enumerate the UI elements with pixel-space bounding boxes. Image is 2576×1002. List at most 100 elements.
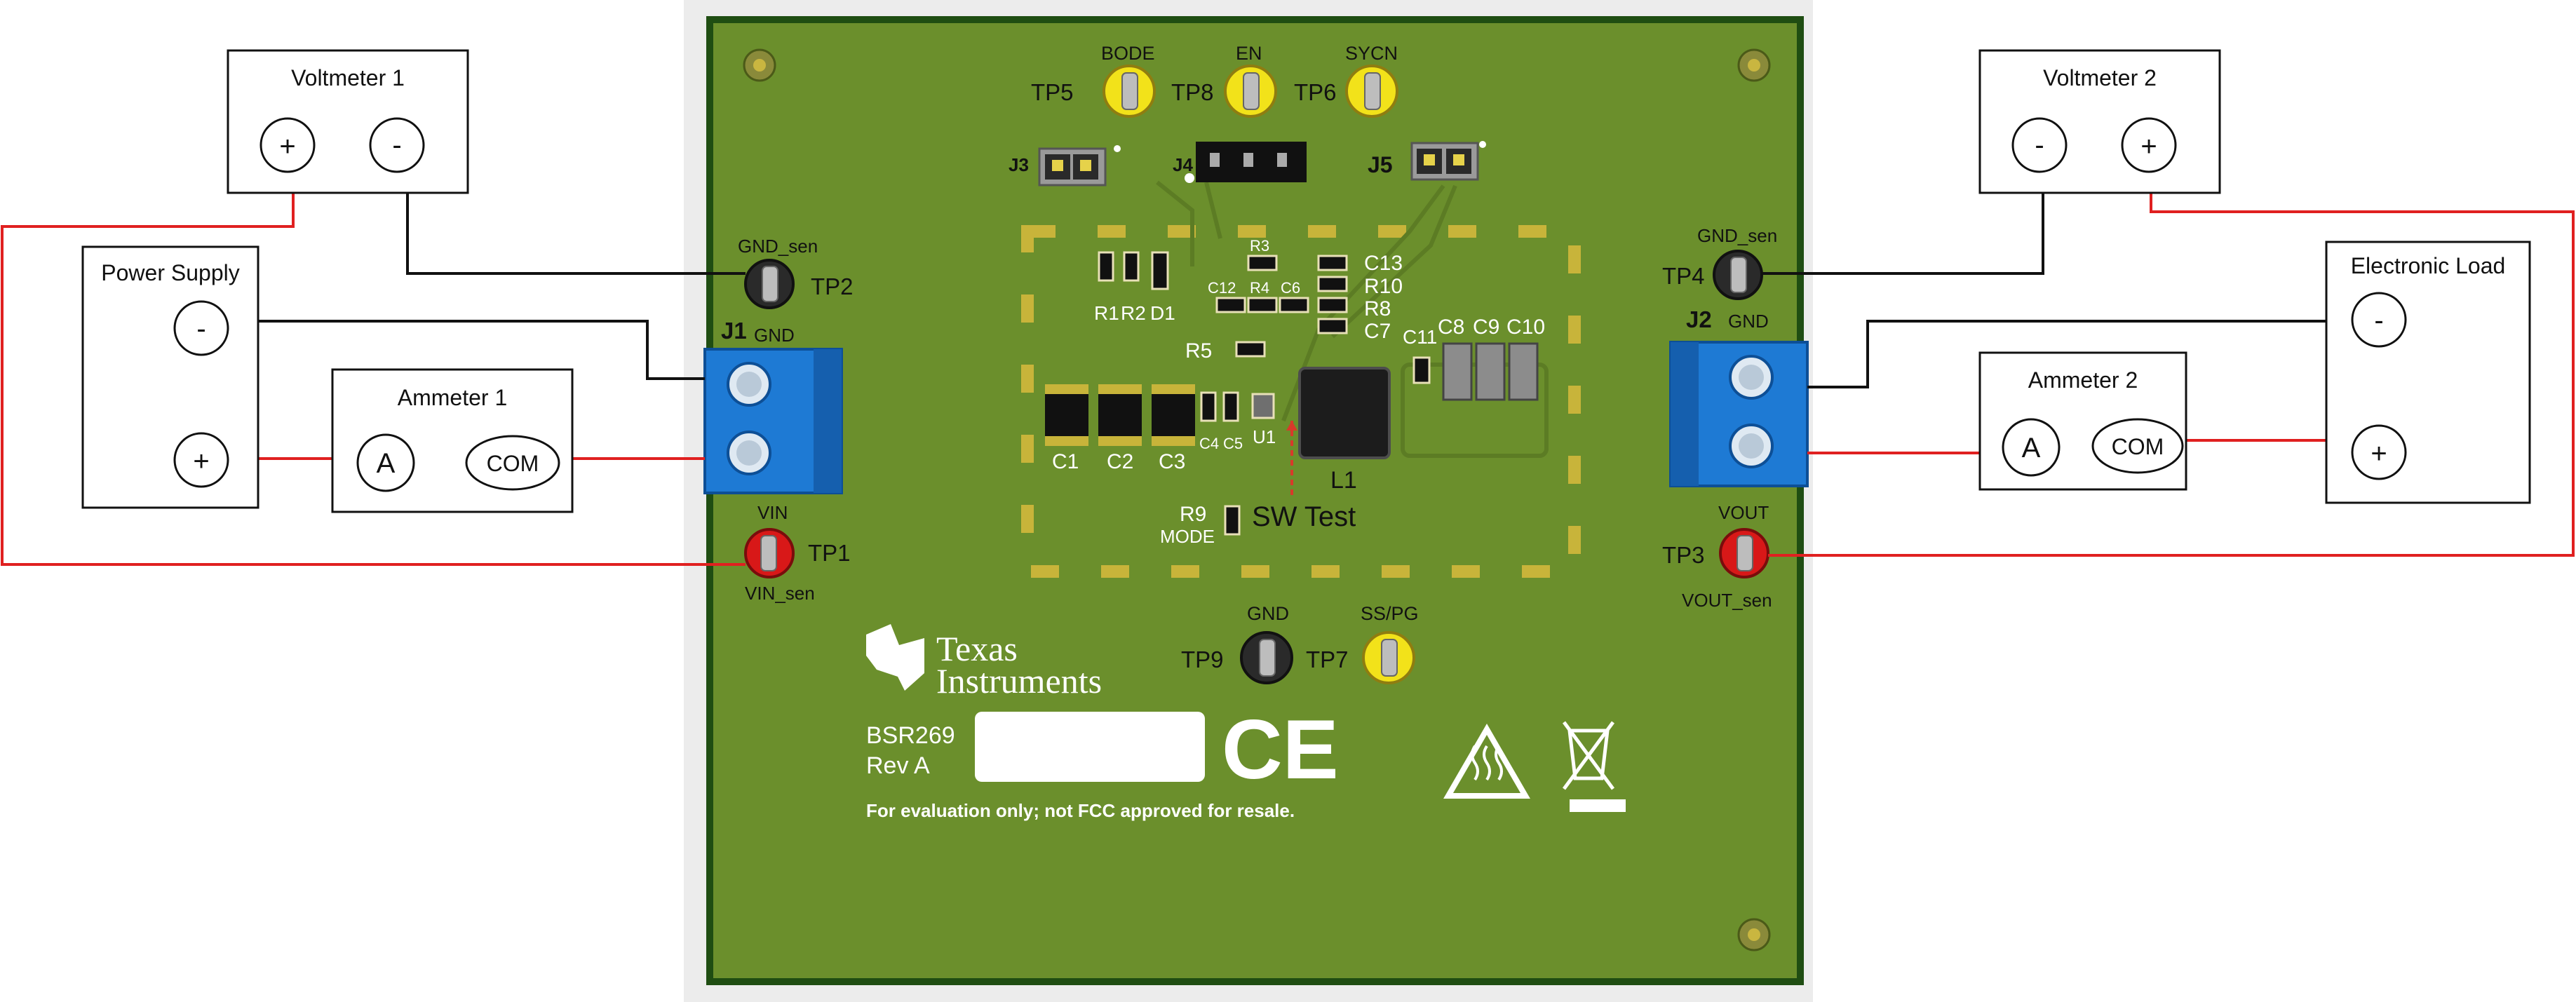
disclaimer: For evaluation only; not FCC approved fo…	[866, 800, 1295, 821]
capacitor-c7	[1317, 318, 1348, 334]
wire-vm2-minus-to-tp4	[1762, 193, 2044, 275]
r1-label: R1	[1094, 302, 1119, 324]
voltmeter-1: Voltmeter 1 + -	[227, 49, 469, 194]
c13-label: C13	[1364, 252, 1403, 275]
capacitor-c10	[1508, 342, 1539, 401]
tp4-net-label: GND_sen	[1697, 225, 1777, 246]
sw-test-label: SW Test	[1252, 501, 1356, 532]
c8-label: C8	[1438, 316, 1464, 339]
r5-label: R5	[1185, 339, 1212, 363]
test-point-tp4[interactable]	[1713, 250, 1763, 300]
electronic-load-plus-terminal[interactable]: +	[2351, 424, 2407, 480]
ammeter-1: Ammeter 1 A COM	[331, 368, 574, 513]
power-supply-title: Power Supply	[101, 260, 239, 285]
capacitor-c9	[1475, 342, 1506, 401]
tp3-label: TP3	[1662, 542, 1705, 568]
mounting-hole	[1737, 918, 1771, 952]
tp2-label: TP2	[811, 273, 854, 299]
test-point-tp2[interactable]	[744, 259, 795, 309]
tp1-net-label: VIN	[757, 502, 788, 523]
voltmeter-1-plus-terminal[interactable]: +	[259, 117, 316, 173]
power-supply-minus-terminal[interactable]: -	[173, 300, 229, 356]
ammeter-2-com-terminal[interactable]: COM	[2091, 418, 2184, 474]
j2-gnd-label: GND	[1728, 311, 1769, 332]
svg-text:+: +	[2140, 131, 2157, 162]
test-point-tp6[interactable]	[1345, 65, 1398, 118]
l1-label: L1	[1330, 467, 1357, 494]
ammeter-1-title: Ammeter 1	[398, 385, 507, 410]
svg-text:-: -	[196, 313, 205, 344]
voltmeter-1-minus-terminal[interactable]: -	[369, 117, 425, 173]
tp4-label: TP4	[1662, 263, 1705, 289]
voltmeter-2-minus-terminal[interactable]: -	[2011, 117, 2068, 173]
tp8-net-label: EN	[1236, 43, 1262, 64]
jumper-j3[interactable]	[1038, 145, 1121, 187]
jumper-j4[interactable]	[1185, 142, 1307, 183]
electronic-load-minus-terminal[interactable]: -	[2351, 292, 2407, 348]
u1-label: U1	[1253, 426, 1276, 447]
capacitor-c4	[1200, 391, 1217, 422]
r8-label: R8	[1364, 297, 1391, 320]
voltmeter-2: Voltmeter 2 - +	[1978, 49, 2221, 194]
test-point-tp5[interactable]	[1102, 65, 1156, 118]
c6-label: C6	[1281, 279, 1300, 297]
svg-text:COM: COM	[487, 451, 539, 476]
test-point-tp1[interactable]	[744, 528, 795, 578]
ammeter-1-com-terminal[interactable]: COM	[465, 435, 560, 491]
resistor-r9	[1224, 505, 1241, 536]
svg-text:-: -	[2374, 305, 2383, 336]
tp6-label: TP6	[1294, 79, 1337, 105]
tp5-net-label: BODE	[1101, 43, 1155, 64]
inductor-l1	[1298, 367, 1391, 459]
test-point-tp9[interactable]	[1240, 631, 1293, 684]
ammeter-2-a-terminal[interactable]: A	[2002, 418, 2061, 477]
component-area-outline	[1021, 225, 1581, 578]
electronic-load-title: Electronic Load	[2351, 253, 2506, 278]
jumper-j5[interactable]	[1410, 141, 1486, 181]
mode-label: MODE	[1160, 526, 1215, 547]
tp8-label: TP8	[1171, 79, 1214, 105]
terminal-block-j1[interactable]	[703, 348, 843, 494]
power-supply-plus-terminal[interactable]: +	[173, 432, 229, 488]
hot-surface-warning-icon	[1443, 724, 1530, 799]
c3-label: C3	[1159, 450, 1185, 473]
capacitor-c2	[1098, 384, 1142, 446]
wire-vm1-plus-to-tp1	[1, 193, 746, 566]
capacitor-c1	[1045, 384, 1088, 446]
svg-text:+: +	[2371, 438, 2387, 469]
tp3-sense-label: VOUT_sen	[1682, 590, 1772, 611]
voltmeter-2-plus-terminal[interactable]: +	[2121, 117, 2177, 173]
tp1-label: TP1	[808, 540, 851, 566]
c12-label: C12	[1208, 279, 1236, 297]
mounting-hole	[1737, 48, 1771, 82]
wire-vm1-minus-to-tp2	[406, 193, 746, 275]
tp9-net-label: GND	[1247, 603, 1289, 624]
test-point-tp8[interactable]	[1224, 65, 1277, 118]
logo-text-line1: Texas	[936, 629, 1018, 668]
c5-label: C5	[1223, 435, 1243, 452]
c1-label: C1	[1052, 450, 1079, 473]
c10-label: C10	[1506, 316, 1545, 339]
ammeter-2: Ammeter 2 A COM	[1978, 351, 2187, 491]
resistor-r8	[1317, 297, 1348, 313]
capacitor-c12	[1215, 297, 1246, 313]
wire-vm2-plus-to-tp3	[1768, 193, 2575, 557]
r3-label: R3	[1250, 237, 1269, 255]
diode-d1	[1151, 251, 1169, 290]
c9-label: C9	[1473, 316, 1499, 339]
tp5-label: TP5	[1031, 79, 1074, 105]
svg-text:A: A	[2022, 433, 2041, 463]
test-point-tp3[interactable]	[1719, 528, 1769, 578]
j2-label: J2	[1686, 306, 1712, 332]
r4-label: R4	[1250, 279, 1269, 297]
j4-label: J4	[1173, 154, 1193, 175]
svg-text:-: -	[392, 130, 401, 161]
test-point-tp7[interactable]	[1362, 631, 1415, 684]
terminal-block-j2[interactable]	[1669, 341, 1809, 487]
svg-text:COM: COM	[2112, 434, 2164, 459]
r2-label: R2	[1121, 302, 1146, 324]
tp2-net-label: GND_sen	[738, 236, 818, 257]
ammeter-1-a-terminal[interactable]: A	[356, 433, 415, 492]
tp6-net-label: SYCN	[1345, 43, 1398, 64]
capacitor-c5	[1222, 391, 1239, 422]
